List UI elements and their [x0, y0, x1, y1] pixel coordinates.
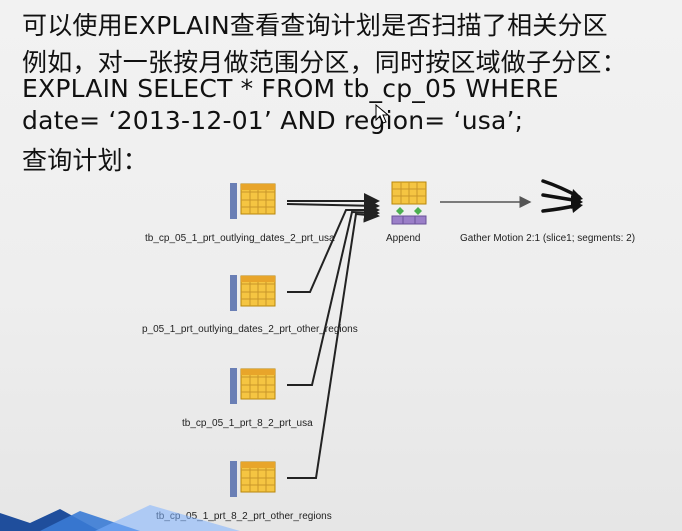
- slide-line-1: 可以使用EXPLAIN查看查询计划是否扫描了相关分区: [22, 11, 608, 40]
- scan-node-label[interactable]: tb_cp_05_1_prt_8_2_prt_other_regions: [156, 511, 332, 522]
- slide-line-5-plan-heading: 查询计划：: [22, 146, 149, 175]
- append-node-label[interactable]: Append: [386, 233, 421, 244]
- table-scan-icon[interactable]: [228, 366, 280, 408]
- scan-node-label[interactable]: p_05_1_prt_outlying_dates_2_prt_other_re…: [142, 324, 358, 335]
- slide-line-3-explain-query: EXPLAIN SELECT * FROM tb_cp_05 WHERE: [22, 74, 559, 103]
- table-scan-icon[interactable]: [228, 459, 280, 501]
- gather-node-label[interactable]: Gather Motion 2:1 (slice1; segments: 2): [460, 233, 636, 244]
- scan-node-label[interactable]: tb_cp_05_1_prt_outlying_dates_2_prt_usa: [145, 233, 335, 244]
- scan-to-append-edges: [286, 193, 380, 479]
- scan-node-label[interactable]: tb_cp_05_1_prt_8_2_prt_usa: [182, 418, 313, 429]
- edge-scan-4: [287, 206, 380, 479]
- table-scan-icon[interactable]: [228, 181, 280, 223]
- table-scan-icon[interactable]: [228, 273, 280, 315]
- append-icon[interactable]: [388, 180, 432, 226]
- slide-line-4-where-clause: date= ‘2013-12-01’ AND region= ‘usa’;: [22, 106, 524, 135]
- decorative-footer-arrows: [0, 505, 240, 531]
- edge-scan-2: [287, 202, 380, 293]
- edge-scan-1b: [286, 197, 380, 214]
- slide-line-2: 例如，对一张按月做范围分区，同时按区域做子分区：: [22, 48, 627, 77]
- gather-motion-icon[interactable]: [537, 175, 587, 223]
- mouse-cursor-icon: [375, 104, 389, 124]
